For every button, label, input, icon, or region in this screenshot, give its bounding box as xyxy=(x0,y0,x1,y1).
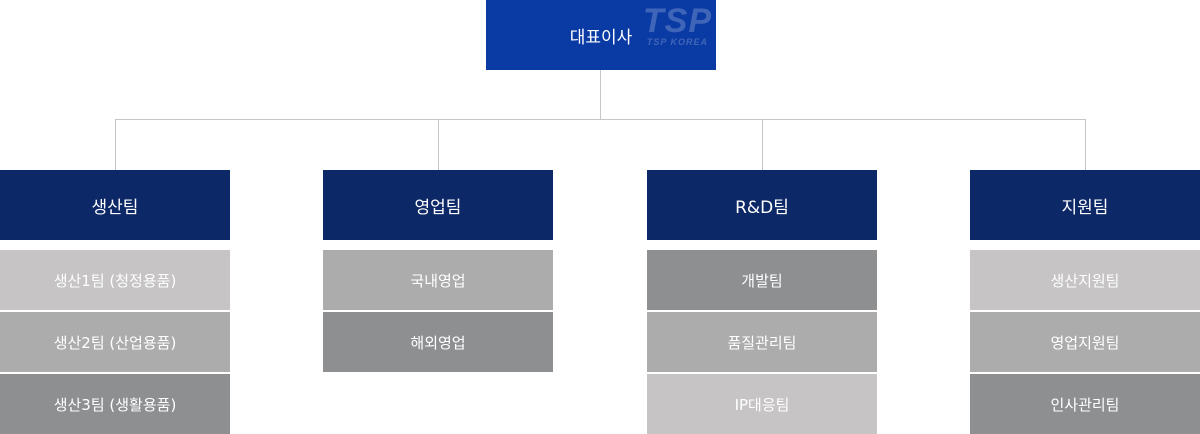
connector-horizontal xyxy=(115,119,1086,120)
dept-support: 지원팀 xyxy=(970,170,1200,240)
team-box: 인사관리팀 xyxy=(970,374,1200,434)
team-label: 해외영업 xyxy=(410,333,466,352)
team-box: 생산지원팀 xyxy=(970,250,1200,310)
team-box: 생산1팀 (청정용품) xyxy=(0,250,230,310)
team-label: 영업지원팀 xyxy=(1050,333,1120,352)
dept-label: 생산팀 xyxy=(91,197,139,218)
dept-sales: 영업팀 xyxy=(323,170,553,240)
team-box: 해외영업 xyxy=(323,312,553,372)
team-box: 개발팀 xyxy=(647,250,877,310)
team-label: 생산1팀 (청정용품) xyxy=(53,271,177,290)
connector-dept-3 xyxy=(762,119,763,170)
dept-rnd: R&D팀 xyxy=(647,170,877,240)
team-box: 품질관리팀 xyxy=(647,312,877,372)
dept-label: 지원팀 xyxy=(1061,197,1109,218)
connector-dept-4 xyxy=(1085,119,1086,170)
team-box: 생산3팀 (생활용품) xyxy=(0,374,230,434)
team-label: 개발팀 xyxy=(741,271,783,290)
team-box: 생산2팀 (산업용품) xyxy=(0,312,230,372)
team-box: 영업지원팀 xyxy=(970,312,1200,372)
team-label: 생산2팀 (산업용품) xyxy=(53,333,177,352)
ceo-box: TSP TSP KOREA 대표이사 xyxy=(486,0,716,70)
team-label: 품질관리팀 xyxy=(727,333,797,352)
team-label: 생산3팀 (생활용품) xyxy=(53,395,177,414)
dept-label: R&D팀 xyxy=(735,197,789,218)
team-label: 생산지원팀 xyxy=(1050,271,1120,290)
dept-production: 생산팀 xyxy=(0,170,230,240)
connector-ceo-down xyxy=(600,70,601,119)
ceo-title: 대표이사 xyxy=(569,27,633,48)
connector-dept-2 xyxy=(438,119,439,170)
team-box: IP대응팀 xyxy=(647,374,877,434)
team-label: 인사관리팀 xyxy=(1050,395,1120,414)
dept-label: 영업팀 xyxy=(414,197,462,218)
team-box: 국내영업 xyxy=(323,250,553,310)
team-label: 국내영업 xyxy=(410,271,466,290)
team-label: IP대응팀 xyxy=(734,395,790,414)
connector-dept-1 xyxy=(115,119,116,170)
tsp-logo-watermark: TSP TSP KOREA xyxy=(642,2,712,47)
